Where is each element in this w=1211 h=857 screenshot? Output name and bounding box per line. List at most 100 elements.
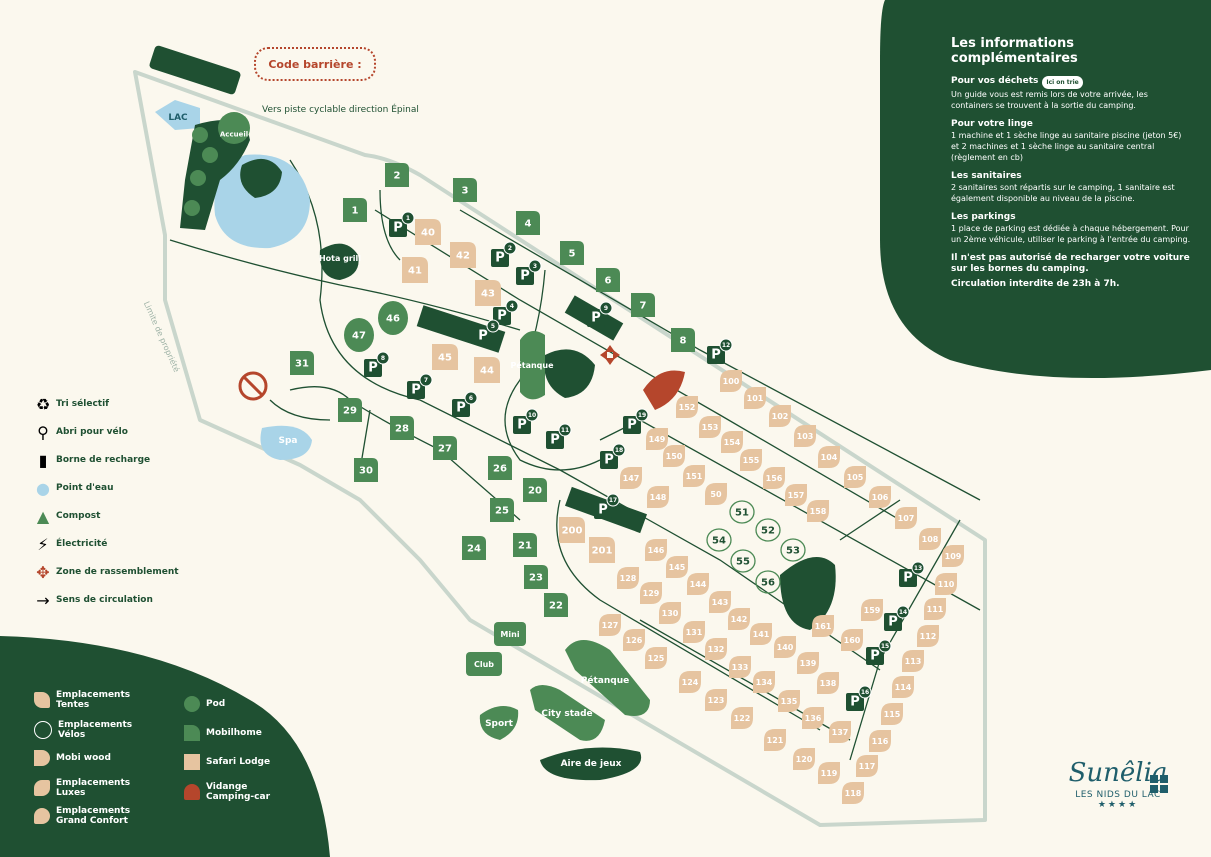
plot-mobil-29[interactable]: 29: [338, 398, 362, 422]
plot-luxe-159[interactable]: 159: [861, 599, 883, 621]
plot-luxe-121[interactable]: 121: [764, 729, 786, 751]
plot-luxe-113[interactable]: 113: [902, 650, 924, 672]
plot-mobil-4[interactable]: 4: [516, 211, 540, 235]
plot-luxe-105[interactable]: 105: [844, 466, 866, 488]
hota-grill[interactable]: [319, 243, 359, 280]
plot-luxe-145[interactable]: 145: [666, 556, 688, 578]
plot-luxe-153[interactable]: 153: [699, 416, 721, 438]
club[interactable]: [466, 652, 502, 676]
parking-4[interactable]: P4: [493, 299, 519, 325]
plot-luxe-131[interactable]: 131: [683, 621, 705, 643]
plot-luxe-128[interactable]: 128: [617, 567, 639, 589]
parking-14[interactable]: P14: [884, 605, 910, 631]
parking-3[interactable]: P3: [516, 259, 542, 285]
plot-luxe-155[interactable]: 155: [740, 449, 762, 471]
plot-luxe-132[interactable]: 132: [705, 638, 727, 660]
plot-mobil-22[interactable]: 22: [544, 593, 568, 617]
plot-luxe-151[interactable]: 151: [683, 465, 705, 487]
plot-luxe-101[interactable]: 101: [744, 387, 766, 409]
parking-8[interactable]: P8: [364, 351, 390, 377]
city-stade[interactable]: [530, 685, 605, 741]
plot-luxe-143[interactable]: 143: [709, 591, 731, 613]
plot-luxe-124[interactable]: 124: [679, 671, 701, 693]
aire-de-jeux[interactable]: [540, 747, 642, 781]
plot-luxe-154[interactable]: 154: [721, 431, 743, 453]
plot-luxe-110[interactable]: 110: [935, 573, 957, 595]
petanque-court-1[interactable]: [520, 331, 545, 400]
plot-pods-47[interactable]: 47: [344, 318, 374, 352]
mini-club[interactable]: [494, 622, 526, 646]
plot-luxe-116[interactable]: 116: [869, 730, 891, 752]
parking-2[interactable]: P2: [491, 241, 517, 267]
plot-mobil-6[interactable]: 6: [596, 268, 620, 292]
plot-velo-56[interactable]: 56: [755, 570, 781, 594]
parking-1[interactable]: P1: [389, 211, 415, 237]
plot-luxe-111[interactable]: 111: [924, 598, 946, 620]
plot-luxe-161[interactable]: 161: [812, 615, 834, 637]
plot-luxe-130[interactable]: 130: [659, 602, 681, 624]
plot-luxe-100[interactable]: 100: [720, 370, 742, 392]
plot-luxe-139[interactable]: 139: [797, 652, 819, 674]
plot-mobil-24[interactable]: 24: [462, 536, 486, 560]
plot-velo-52[interactable]: 52: [755, 518, 781, 542]
plot-pods-46[interactable]: 46: [378, 301, 408, 335]
plot-mobil-26[interactable]: 26: [488, 456, 512, 480]
parking-9[interactable]: P9: [587, 301, 613, 327]
parking-19[interactable]: P19: [623, 408, 649, 434]
plot-luxe-148[interactable]: 148: [647, 486, 669, 508]
plot-velo-55[interactable]: 55: [730, 549, 756, 573]
plot-luxe-129[interactable]: 129: [640, 582, 662, 604]
plot-luxe-157[interactable]: 157: [785, 484, 807, 506]
lac-arrow[interactable]: [155, 100, 200, 130]
plot-mobil-30[interactable]: 30: [354, 458, 378, 482]
plot-mobil-8[interactable]: 8: [671, 328, 695, 352]
plot-luxe-156[interactable]: 156: [763, 467, 785, 489]
plot-mobil-7[interactable]: 7: [631, 293, 655, 317]
parking-13[interactable]: P13: [899, 561, 925, 587]
plot-luxe-107[interactable]: 107: [895, 507, 917, 529]
plot-luxe-109[interactable]: 109: [942, 545, 964, 567]
parking-10[interactable]: P10: [513, 408, 539, 434]
plot-luxe-140[interactable]: 140: [774, 636, 796, 658]
plot-velo-53[interactable]: 53: [780, 538, 806, 562]
plot-luxe-142[interactable]: 142: [728, 608, 750, 630]
plot-mobil-27[interactable]: 27: [433, 436, 457, 460]
plot-luxe-152[interactable]: 152: [676, 396, 698, 418]
plot-luxe-117[interactable]: 117: [856, 755, 878, 777]
plot-tents-41[interactable]: 41: [402, 257, 428, 283]
plot-luxe-118[interactable]: 118: [842, 782, 864, 804]
parking-7[interactable]: P7: [407, 373, 433, 399]
parking-16[interactable]: P16: [846, 685, 872, 711]
plot-tents-45[interactable]: 45: [432, 344, 458, 370]
accueil-building[interactable]: [218, 112, 250, 144]
plot-tents-201[interactable]: 201: [589, 537, 615, 563]
plot-luxe-126[interactable]: 126: [623, 629, 645, 651]
plot-luxe-146[interactable]: 146: [645, 539, 667, 561]
plot-mobil-23[interactable]: 23: [524, 565, 548, 589]
plot-luxe-127[interactable]: 127: [599, 614, 621, 636]
plot-mobil-20[interactable]: 20: [523, 478, 547, 502]
parking-15[interactable]: P15: [866, 639, 892, 665]
plot-mobil-1[interactable]: 1: [343, 198, 367, 222]
plot-luxe-106[interactable]: 106: [869, 486, 891, 508]
plot-velo-51[interactable]: 51: [729, 500, 755, 524]
plot-mobil-3[interactable]: 3: [453, 178, 477, 202]
plot-luxe-119[interactable]: 119: [818, 762, 840, 784]
plot-luxe-115[interactable]: 115: [881, 703, 903, 725]
plot-luxe-125[interactable]: 125: [645, 647, 667, 669]
plot-tents-43[interactable]: 43: [475, 280, 501, 306]
plot-luxe-144[interactable]: 144: [687, 573, 709, 595]
plot-luxe-136[interactable]: 136: [802, 707, 824, 729]
parking-12[interactable]: P12: [707, 338, 733, 364]
sport-area[interactable]: [479, 706, 519, 740]
plot-tents-42[interactable]: 42: [450, 242, 476, 268]
plot-luxe-123[interactable]: 123: [705, 689, 727, 711]
plot-mobil-2[interactable]: 2: [385, 163, 409, 187]
plot-tents-40[interactable]: 40: [415, 219, 441, 245]
plot-luxe-133[interactable]: 133: [729, 656, 751, 678]
plot-luxe-147[interactable]: 147: [620, 467, 642, 489]
plot-mobil-28[interactable]: 28: [390, 416, 414, 440]
plot-luxe-141[interactable]: 141: [750, 623, 772, 645]
plot-luxe-158[interactable]: 158: [807, 500, 829, 522]
plot-mobil-31[interactable]: 31: [290, 351, 314, 375]
